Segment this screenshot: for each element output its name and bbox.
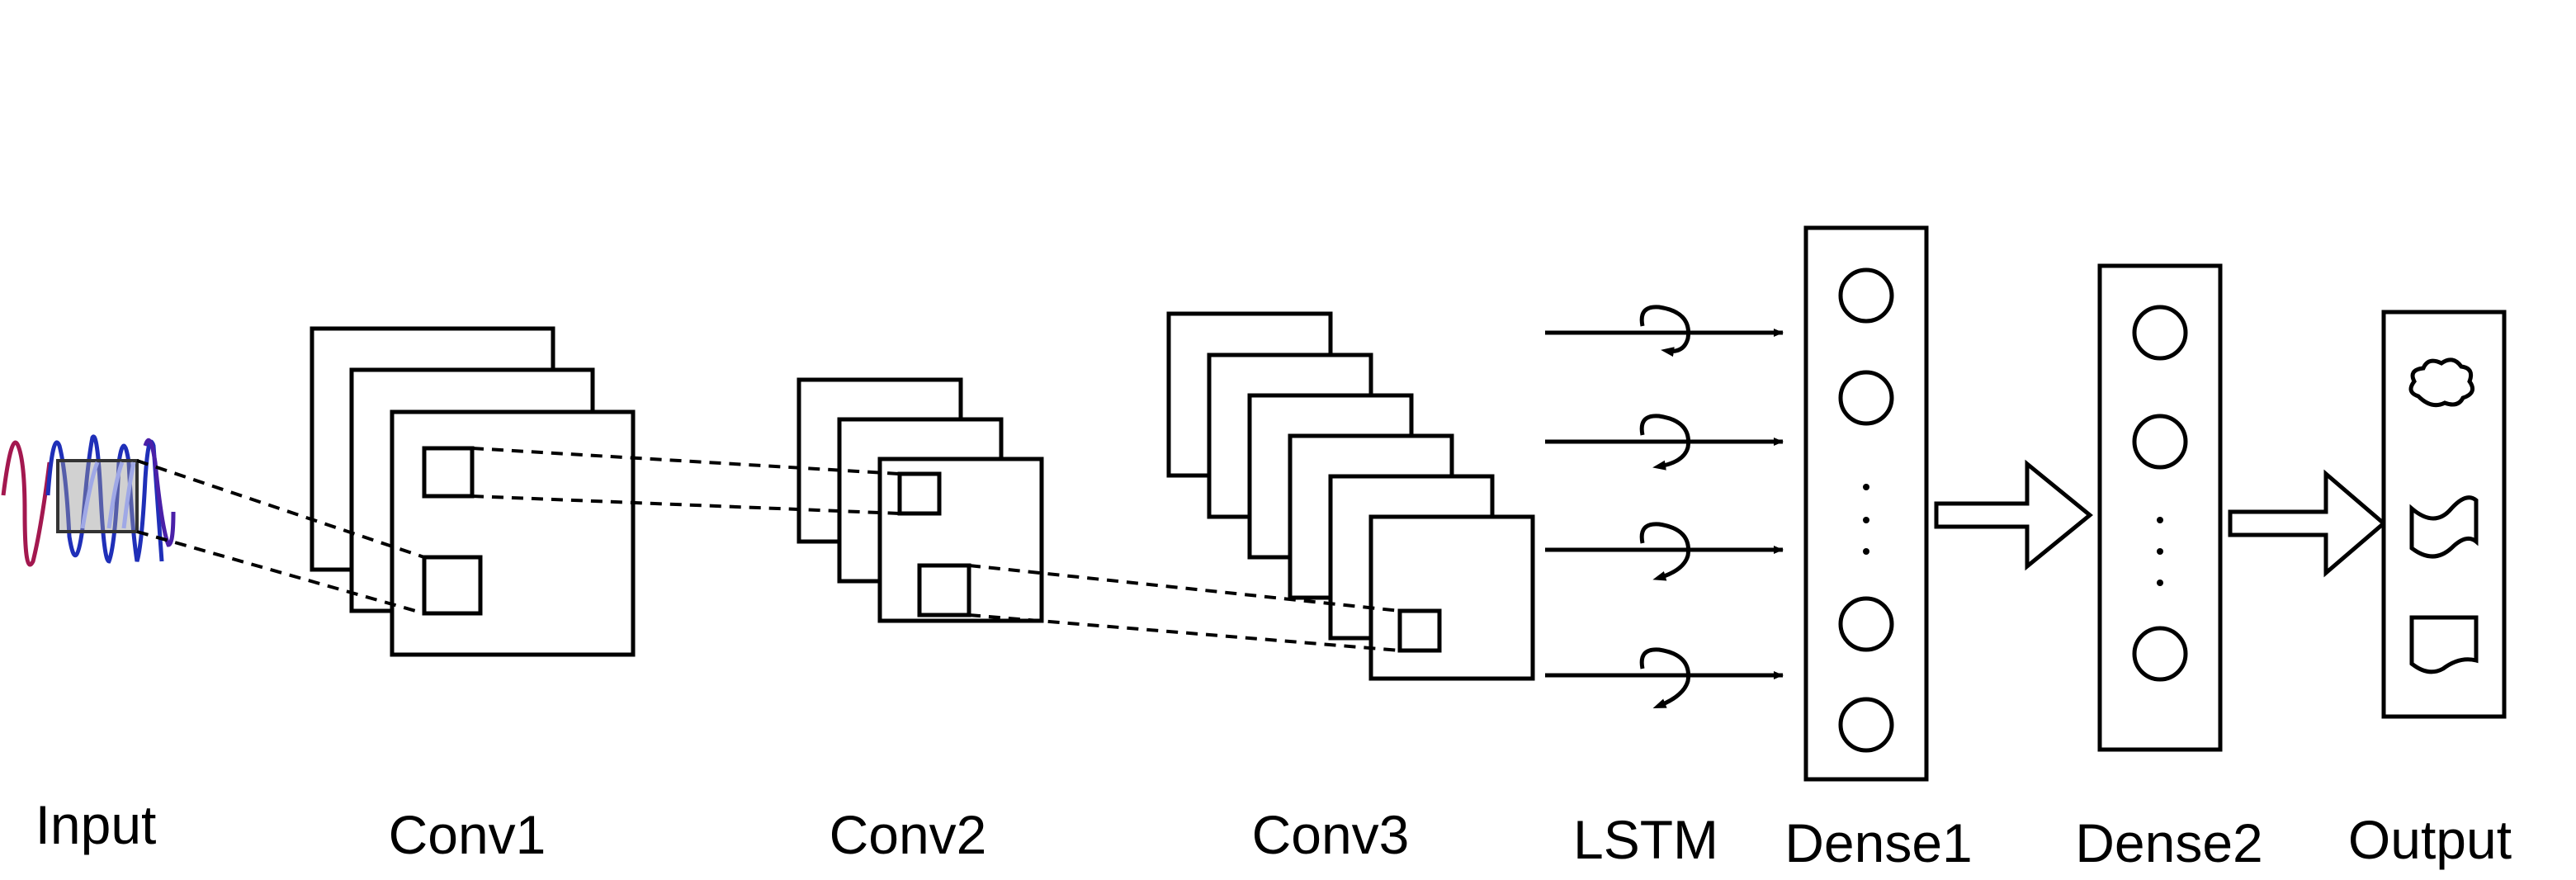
conv1-label: Conv1 xyxy=(389,804,546,865)
ellipsis-dot xyxy=(1863,484,1869,490)
lstm-time-step xyxy=(1545,414,1784,471)
flow-arrow-icon xyxy=(1934,459,2093,571)
conv3-feature-map xyxy=(1368,514,1535,681)
dashed-connector xyxy=(136,530,425,615)
ellipsis-dot xyxy=(2157,517,2163,523)
dense2-block xyxy=(2097,263,2223,752)
dashed-connector xyxy=(471,447,900,475)
dashed-connector xyxy=(968,613,1401,652)
dense2-neuron xyxy=(2132,305,2188,361)
dense2-neuron xyxy=(2132,626,2188,682)
recurrent-loop-icon xyxy=(1639,522,1691,581)
ellipsis-dot xyxy=(1863,517,1869,523)
cloud-icon xyxy=(2408,357,2475,408)
conv2-label: Conv2 xyxy=(830,804,987,865)
conv3-label: Conv3 xyxy=(1252,804,1410,865)
conv3-block xyxy=(1166,311,1535,681)
dashed-connector xyxy=(136,459,425,559)
lstm-time-step xyxy=(1545,305,1784,357)
dense1-label: Dense1 xyxy=(1784,812,1973,873)
receptive-field-connectors xyxy=(136,447,1401,652)
wave-flag-icon xyxy=(2409,495,2479,559)
dense2-neuron xyxy=(2132,414,2188,470)
input-window xyxy=(56,459,139,533)
ellipsis-dot xyxy=(2157,548,2163,555)
ellipsis-dot xyxy=(1863,548,1869,555)
ellipsis-dot xyxy=(2157,580,2163,586)
dense1-neuron xyxy=(1838,596,1894,652)
dense2-label: Dense2 xyxy=(2075,812,2263,873)
document-icon xyxy=(2409,615,2479,674)
dense1-neuron xyxy=(1838,697,1894,753)
conv1-kernel xyxy=(422,555,483,616)
input-signal xyxy=(1,434,176,567)
recurrent-loop-icon xyxy=(1639,305,1691,357)
dense1-block xyxy=(1803,225,1929,782)
signal-red-wave xyxy=(1,440,52,567)
flow-arrow-icon xyxy=(2228,469,2387,578)
output-label: Output xyxy=(2348,809,2512,870)
conv2-kernel xyxy=(917,563,971,617)
dashed-connector xyxy=(968,564,1401,613)
lstm-label: LSTM xyxy=(1573,809,1718,870)
conv2-block xyxy=(796,377,1044,623)
lstm-time-step xyxy=(1545,522,1784,581)
conv1-block xyxy=(310,326,636,657)
dense1-neuron xyxy=(1838,370,1894,426)
signal-light-blue-wave xyxy=(80,461,136,529)
conv1-kernel xyxy=(422,446,475,499)
input-label: Input xyxy=(35,794,157,855)
recurrent-loop-icon xyxy=(1639,647,1691,708)
layer-labels: Input Conv1 Conv2 Conv3 LSTM Dense1 Dens… xyxy=(35,794,2512,873)
signal-purple-wave xyxy=(143,438,176,547)
dashed-connector xyxy=(471,494,900,515)
conv2-kernel xyxy=(897,471,942,516)
lstm-block xyxy=(1545,305,1784,708)
dense1-neuron xyxy=(1838,267,1894,324)
recurrent-loop-icon xyxy=(1639,414,1691,471)
signal-blue-wave xyxy=(45,434,164,564)
lstm-time-step xyxy=(1545,647,1784,708)
output-block xyxy=(2381,310,2507,719)
conv3-kernel xyxy=(1397,608,1442,653)
